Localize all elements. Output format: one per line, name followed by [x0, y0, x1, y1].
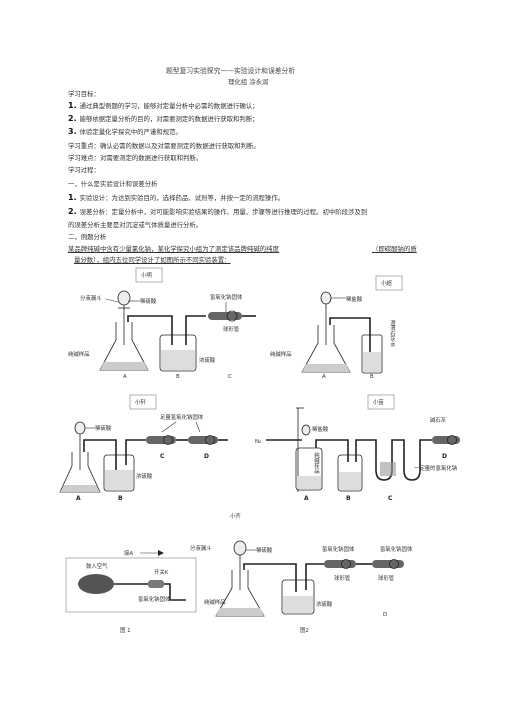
- xiaoming-h2so4-label: 浓硫酸: [199, 356, 216, 364]
- xiaoxuan-letter-b: B: [118, 495, 123, 502]
- xiaoming-funnel-label: 分液漏斗: [80, 294, 102, 302]
- goal-item-2: 2.能够依据定量分析的目的，对需要测定的数据进行获取和判断；: [68, 114, 259, 124]
- difficulty: 学习难点：对需要测定的数据进行获取和判断。: [68, 154, 203, 162]
- xiaohui-acid-label: 稀盐酸: [312, 425, 329, 433]
- problem-line-1: 某品牌纯碱中含有少量氯化钠，某化学探究小组为了测定该品牌纯碱的纯度: [68, 245, 279, 253]
- xiaochao-box: [375, 275, 403, 291]
- xiaochao-letter-a: A: [322, 374, 326, 380]
- xiaoming-box-label: 小明: [141, 271, 152, 279]
- xiaohui-n2-label: N₂: [255, 439, 261, 445]
- xiaochao-acid-label: 稀盐酸: [346, 295, 363, 303]
- xiaoxuan-bottle-b: [103, 454, 135, 492]
- xiaoqi-naoh2-label: 氢氧化钠固体: [380, 545, 413, 553]
- figure-xiaoxuan: 小轩 足量氢氧化钠固体 稀硫酸 浓硫酸 A B C D: [59, 394, 228, 502]
- xiaochao-tube-b: [361, 334, 383, 374]
- xiaoqi-sample-label: 纯碱样品: [204, 598, 226, 606]
- goal-item-3: 3.体验定量化学探究中的严谨和规范。: [68, 127, 182, 137]
- xiaohui-bottle-a: [295, 447, 323, 491]
- xiaochao-box-label: 小超: [381, 279, 392, 287]
- xiaoming-acid-label: 稀硫酸: [140, 297, 157, 305]
- xiaochao-lime-label: 澄清石灰水: [389, 319, 396, 348]
- rubber-bulb-icon: [78, 574, 114, 594]
- xiaoxuan-box-label: 小轩: [135, 398, 146, 406]
- xiaoxuan-letter-d: D: [204, 453, 209, 460]
- figure-xiaoming: 小明 分液漏斗 稀硫酸 纯碱样品 浓硫酸 氢氧化钠固体 球形管 A B C: [68, 267, 256, 380]
- xiaoxuan-letter-c: C: [160, 453, 165, 460]
- xiaohui-letter-d: D: [442, 453, 447, 460]
- xiaoqi-drying2-label: 球形管: [378, 574, 395, 582]
- xiaoqi-drying1-label: 球形管: [334, 574, 351, 582]
- author-line: 理化组 涂永润: [228, 78, 269, 86]
- xiaoming-drying-label: 球形管: [223, 325, 240, 333]
- xiaoqi-naoh1-label: 氢氧化钠固体: [322, 545, 355, 553]
- figure-xiaohui: 小苗 碱石灰 N₂ 稀盐酸 纯碱样品 一定量的氢氧化钠 A B C D: [255, 394, 460, 502]
- section1-continued: 的误差分析主要是对沉淀或气体质量进行分析。: [68, 221, 203, 229]
- xiaoqi-switch-label: 开关K: [154, 568, 169, 576]
- xiaoqi-acid-label: 稀硫酸: [256, 546, 273, 554]
- xiaoqi-h2so4-label: 浓硫酸: [316, 600, 333, 608]
- section1-item-2: 2.误差分析：定量分析中，对可能影响实验结果的操作、用量、步骤等进行推理的过程。…: [68, 207, 368, 217]
- fig1-caption: 图 1: [120, 626, 131, 634]
- xiaohui-letter-b: B: [346, 495, 351, 502]
- xiaoming-sample-label: 纯碱样品: [68, 350, 90, 358]
- xiaoqi-bottle: [281, 579, 315, 615]
- xiaohui-bottle-b: [337, 454, 363, 492]
- xiaohui-box-label: 小苗: [373, 398, 384, 406]
- xiaoxuan-naoh-label: 足量氢氧化钠固体: [160, 413, 204, 421]
- drying-tube-c: [208, 312, 242, 320]
- fig2-caption: 图2: [300, 626, 309, 634]
- xiaoming-box: [135, 267, 163, 283]
- xiaoming-letter-a: A: [123, 374, 127, 380]
- xiaoming-letter-b: B: [176, 374, 180, 380]
- process-heading: 学习过程：: [68, 166, 100, 174]
- xiaohui-sodalime-label: 碱石灰: [430, 416, 447, 424]
- xiaoxuan-letter-a: A: [76, 495, 81, 502]
- xiaoqi-caption: 小齐: [230, 512, 241, 520]
- xiaohui-sample-label: 纯碱样品: [313, 451, 320, 475]
- section1-item-1: 1.实验设计：为达到实验目的，选择药品、试剂等，并按一定的流程操作。: [68, 193, 285, 203]
- bottle-b: [159, 334, 197, 372]
- xiaohui-letter-c: C: [388, 495, 393, 502]
- document-title: 题型复习实验探究——实验设计和误差分析: [166, 67, 296, 75]
- xiaohui-box: [367, 394, 395, 410]
- problem-line-2: 量分数），组内五位同学设计了如图所示不同实验装置：: [74, 256, 231, 264]
- figure-xiaochao: 小超 稀盐酸 纯碱样品 澄清石灰水 A B: [270, 275, 403, 380]
- xiaoming-naoh-label: 氢氧化钠固体: [210, 293, 243, 301]
- xiaoqi-left-box: [65, 557, 197, 613]
- xiaoxuan-box: [129, 394, 157, 410]
- xiaochao-letter-b: B: [370, 374, 374, 380]
- goal-item-1: 1.通过典型例题的学习，能够对定量分析中必需的数据进行确认；: [68, 101, 259, 111]
- section1-heading: 一，什么是实验设计和误差分析: [68, 180, 158, 188]
- separatory-funnel-icon: [117, 290, 131, 306]
- xiaoqi-inlet-label: 接A: [124, 549, 133, 557]
- goals-heading: 学习目标：: [68, 90, 100, 98]
- key-point: 学习重点：确认必需的数据以及对需要测定的数据进行获取和判断。: [68, 142, 260, 150]
- xiaoqi-letter-d: D: [383, 612, 387, 618]
- section2-heading: 二，例题分析: [68, 233, 107, 241]
- xiaohui-letter-a: A: [304, 495, 309, 502]
- xiaoqi-funnel-label: 分液漏斗: [190, 544, 212, 552]
- xiaoqi-air-label: 鼓入空气: [86, 562, 108, 570]
- xiaoxuan-acid-label: 稀硫酸: [95, 424, 112, 432]
- xiaoming-letter-c: C: [228, 374, 232, 380]
- xiaohui-naoh-label: 一定量的氢氧化钠: [414, 464, 457, 472]
- problem-note: （即碳酸钠的质: [372, 245, 417, 253]
- xiaoqi-naoh3-label: 氢氧化钠固体: [138, 595, 171, 603]
- xiaochao-sample-label: 纯碱样品: [270, 350, 292, 358]
- xiaoxuan-h2so4-label: 浓硫酸: [136, 472, 153, 480]
- figure-xiaoqi: 小齐 接A 分液漏斗 稀硫酸 鼓入空气 开关K 氢氧化钠固体 纯碱样品 浓硫酸 …: [65, 512, 413, 634]
